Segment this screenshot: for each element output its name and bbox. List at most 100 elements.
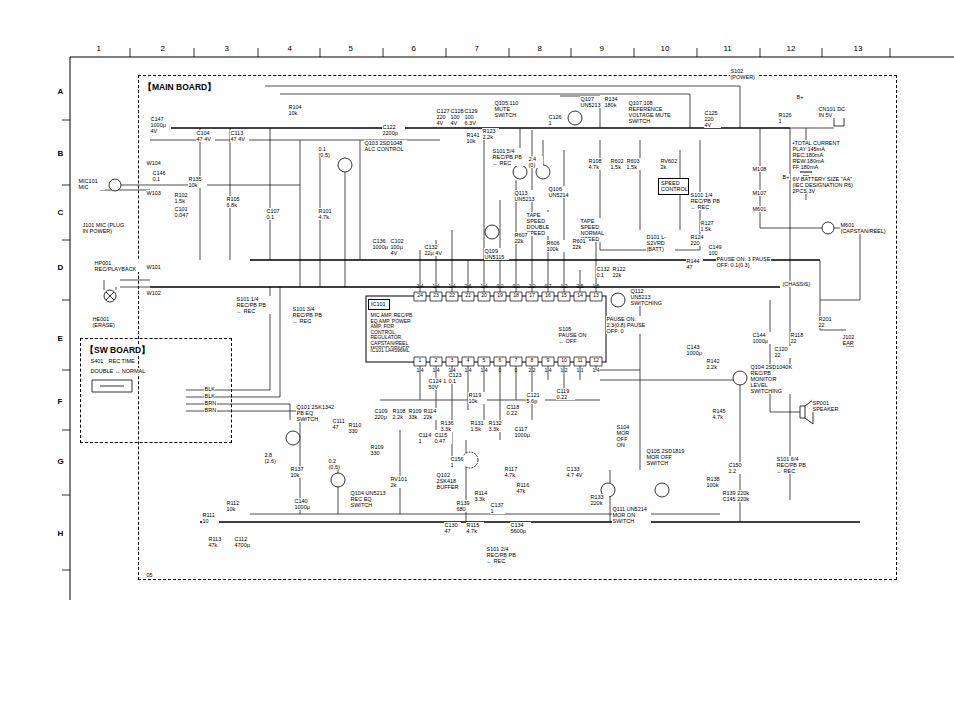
grid-reference: B	[57, 150, 64, 159]
grid-reference: E	[57, 335, 63, 344]
component-label: R115 4.7k	[466, 522, 484, 534]
component-label: C123 0.1	[448, 372, 467, 384]
component-label: SP001 SPEAKER	[812, 400, 843, 412]
component-label: S401	[90, 358, 104, 364]
component-label: BRN	[204, 407, 217, 413]
component-label: C132 22μ 4V	[424, 244, 445, 256]
component-label: R123 2.2k	[482, 128, 499, 140]
component-label: W102	[146, 290, 161, 296]
component-label: C117 1000μ	[514, 426, 535, 438]
component-label: R102 1.5k	[174, 192, 193, 204]
component-label: Q107 UN5213	[580, 96, 603, 108]
pin-voltage: 0.7	[542, 284, 554, 290]
component-label: R109 330	[370, 444, 387, 456]
grid-reference: 10	[660, 45, 670, 54]
pin-voltage: 1.5	[590, 284, 602, 290]
board-heading: 【SW BOARD】	[85, 346, 150, 355]
component-label: Q107,108 REFERENCE VOLTAGE MUTE SWITCH	[628, 100, 683, 124]
component-label: MIC AMP, REC/PB EQ AMP, POWER AMP, FOR C…	[370, 313, 417, 352]
component-label: R131 1.5k	[470, 420, 488, 432]
pin-voltage: 1.4	[430, 368, 442, 374]
component-label: C149 100	[708, 244, 727, 256]
component-label: C126 1	[548, 114, 563, 126]
transistor-symbol	[568, 111, 582, 125]
component-label: C119 0.22	[556, 388, 575, 400]
frame-line	[70, 57, 954, 600]
motor-symbol	[822, 222, 834, 234]
component-label: C111 47	[332, 418, 349, 430]
component-label: TAPE SPEED DOUBLE SPEED	[526, 212, 561, 236]
transistor-symbol	[513, 165, 527, 179]
component-label: C156 1	[450, 456, 465, 468]
grid-reference: F	[57, 398, 63, 407]
component-label: C125 220 4V	[704, 110, 721, 128]
component-label: R119 10k	[468, 392, 487, 404]
pin-number: 17	[526, 293, 538, 299]
component-label: BLK	[204, 386, 215, 392]
component-label: CN101 DC IN 5V	[818, 106, 849, 118]
pin-number: 5	[478, 358, 490, 364]
component-label: DOUBLE ↔ NORMAL	[90, 368, 146, 374]
grid-reference: D	[57, 264, 64, 273]
grid-reference: 2	[160, 45, 165, 54]
transistor-symbol	[655, 483, 669, 497]
component-label: J101 MIC (PLUG IN POWER)	[82, 222, 131, 234]
component-label: R132 3.3k	[488, 420, 506, 432]
component-label: M601 (CAPSTAN/REEL)	[840, 222, 885, 234]
component-label: R116 47k	[516, 482, 533, 494]
component-label: R136 3.3k	[440, 420, 458, 432]
grid-reference: 1	[96, 45, 101, 54]
component-label: C130 47	[444, 522, 461, 534]
ic-pin	[414, 292, 602, 366]
pin-voltage: 0	[510, 368, 522, 374]
component-label: S104 MOR OFF ON	[616, 424, 635, 448]
component-label: R137 10k	[290, 466, 307, 478]
component-label: Q113 UN5213	[514, 190, 539, 202]
component-label: R118 22	[790, 332, 807, 344]
pin-number: 24	[414, 293, 426, 299]
grid-reference: 8	[537, 45, 542, 54]
grid-reference: 4	[287, 45, 292, 54]
pin-voltage: 1.4	[446, 284, 458, 290]
component-label: W101	[146, 264, 161, 270]
box-text: IC101	[371, 301, 386, 307]
pin-voltage: 1.4	[590, 368, 602, 374]
grid-reference: 5	[348, 45, 353, 54]
component-label: MIC101 MIC	[78, 178, 105, 190]
pin-number: 12	[590, 358, 602, 364]
component-label: C150 2.2	[728, 462, 745, 474]
component-label: R105 6.8k	[226, 196, 245, 208]
component-label: BRN	[204, 400, 217, 406]
pin-voltage: 2.2	[526, 284, 538, 290]
component-label: C120 22	[774, 346, 791, 358]
grid-reference: 3	[224, 45, 229, 54]
transistor-symbol	[485, 225, 499, 239]
component-label: C121 5.6p	[526, 392, 545, 404]
pin-voltage: 0.2	[494, 284, 506, 290]
component-label: C109 220μ	[374, 408, 393, 420]
component-label: C104 47 4V	[196, 130, 215, 142]
pin-number: 2	[430, 358, 442, 364]
board-heading: 【MAIN BOARD】	[143, 83, 216, 92]
component-label: 2.4 (0)	[528, 156, 543, 168]
pin-number: 11	[574, 358, 586, 364]
pin-voltage: 0.2	[510, 284, 522, 290]
component-label: Q105,110 MUTE SWITCH	[494, 100, 529, 118]
component-label: R117 4.7k	[504, 466, 521, 478]
component-label: C144 1000μ	[752, 332, 773, 344]
component-label: C132 0.1	[596, 266, 613, 278]
component-label: Q105 2SD1819 MOR OFF SWITCH	[646, 448, 687, 466]
component-label: C112 4700p	[234, 536, 255, 548]
component-label: C124 1 50V	[428, 378, 447, 390]
component-label: S101 3/4 REC/PB PB ← REC	[292, 306, 329, 324]
pin-number: 18	[510, 293, 522, 299]
grid-reference: H	[57, 530, 64, 539]
component-label: C115 0.47	[434, 432, 452, 444]
component-label: IC101 LA4596ML	[370, 348, 410, 354]
component-label: C137 1	[490, 502, 505, 514]
component-label: HP001 REC/PLAYBACK	[94, 260, 139, 272]
transistor-symbol	[733, 371, 747, 385]
pin-voltage: 0	[494, 368, 506, 374]
component-label: S102 (POWER)	[730, 68, 759, 80]
pin-voltage: 2.4	[414, 284, 426, 290]
